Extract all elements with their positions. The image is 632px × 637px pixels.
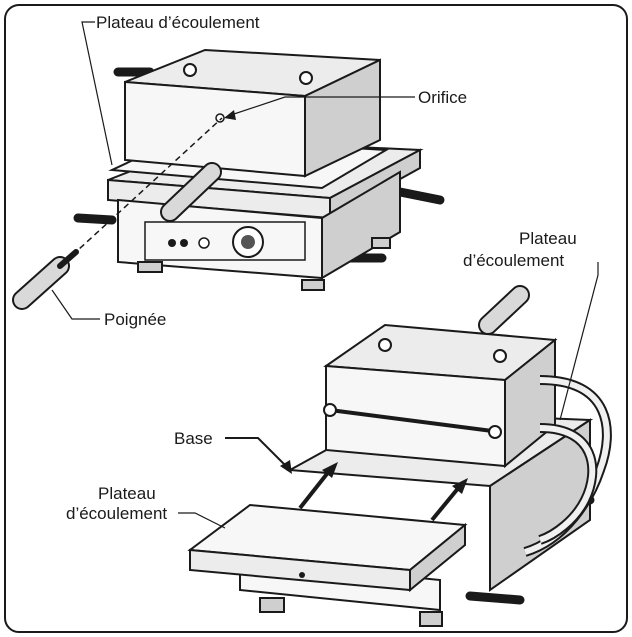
- label-top-drip-tray: Plateau d’écoulement: [96, 13, 260, 32]
- label-base: Base: [174, 429, 213, 448]
- label-left-drip-tray-line1: Plateau: [98, 484, 156, 503]
- label-left-drip-tray-line2: d’écoulement: [66, 504, 167, 523]
- top-waffle-iron-illustration: [12, 48, 445, 310]
- label-right-drip-tray-line1: Plateau: [519, 229, 577, 248]
- label-handle: Poignée: [104, 310, 166, 329]
- leader-lines: [51, 21, 599, 529]
- label-orifice: Orifice: [418, 88, 467, 107]
- label-right-drip-tray-line2: d’écoulement: [463, 251, 564, 270]
- bottom-waffle-iron-illustration: [187, 285, 612, 627]
